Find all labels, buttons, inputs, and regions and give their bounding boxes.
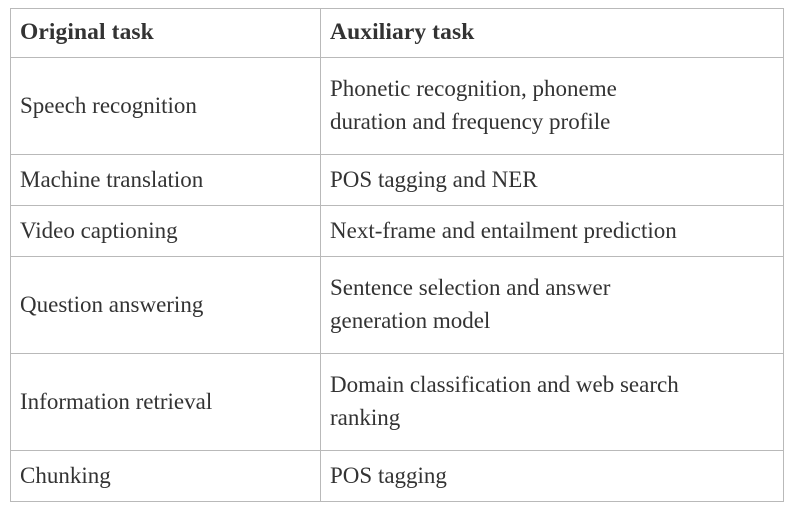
cell-auxiliary-task: POS tagging	[320, 450, 784, 502]
cell-auxiliary-task: POS tagging and NER	[320, 154, 784, 206]
task-auxiliary-table: Original task Auxiliary task Speech reco…	[10, 8, 784, 502]
cell-auxiliary-task: Sentence selection and answer generation…	[320, 256, 784, 354]
table-body: Speech recognition Phonetic recognition,…	[10, 57, 784, 502]
table-row: Information retrieval Domain classificat…	[10, 353, 784, 451]
cell-original-task: Machine translation	[10, 154, 321, 206]
table-header: Original task Auxiliary task	[10, 8, 784, 58]
cell-text: Sentence selection and answer generation…	[330, 275, 611, 333]
cell-original-task: Question answering	[10, 256, 321, 354]
cell-text: Video captioning	[20, 217, 178, 243]
cell-text: Speech recognition	[20, 92, 197, 118]
cell-text: Question answering	[20, 291, 204, 317]
cell-text: Information retrieval	[20, 388, 213, 414]
column-header-auxiliary-task: Auxiliary task	[320, 8, 784, 58]
table-row: Machine translation POS tagging and NER	[10, 154, 784, 206]
cell-original-task: Video captioning	[10, 205, 321, 257]
cell-text: Phonetic recognition, phoneme duration a…	[330, 76, 617, 134]
cell-original-task: Chunking	[10, 450, 321, 502]
cell-auxiliary-task: Domain classification and web search ran…	[320, 353, 784, 451]
cell-original-task: Speech recognition	[10, 57, 321, 155]
table-row: Video captioning Next-frame and entailme…	[10, 205, 784, 257]
cell-text: POS tagging and NER	[330, 166, 538, 192]
column-header-original-task: Original task	[10, 8, 321, 58]
cell-text: Chunking	[20, 462, 111, 488]
cell-text: Machine translation	[20, 166, 204, 192]
cell-text: Domain classification and web search ran…	[330, 372, 679, 430]
table-header-row: Original task Auxiliary task	[10, 8, 784, 58]
cell-text: POS tagging	[330, 462, 447, 488]
cell-auxiliary-task: Phonetic recognition, phoneme duration a…	[320, 57, 784, 155]
cell-original-task: Information retrieval	[10, 353, 321, 451]
table-row: Question answering Sentence selection an…	[10, 256, 784, 354]
cell-text: Next-frame and entailment prediction	[330, 217, 677, 243]
table-container: Original task Auxiliary task Speech reco…	[10, 8, 784, 502]
table-row: Speech recognition Phonetic recognition,…	[10, 57, 784, 155]
table-row: Chunking POS tagging	[10, 450, 784, 502]
cell-auxiliary-task: Next-frame and entailment prediction	[320, 205, 784, 257]
